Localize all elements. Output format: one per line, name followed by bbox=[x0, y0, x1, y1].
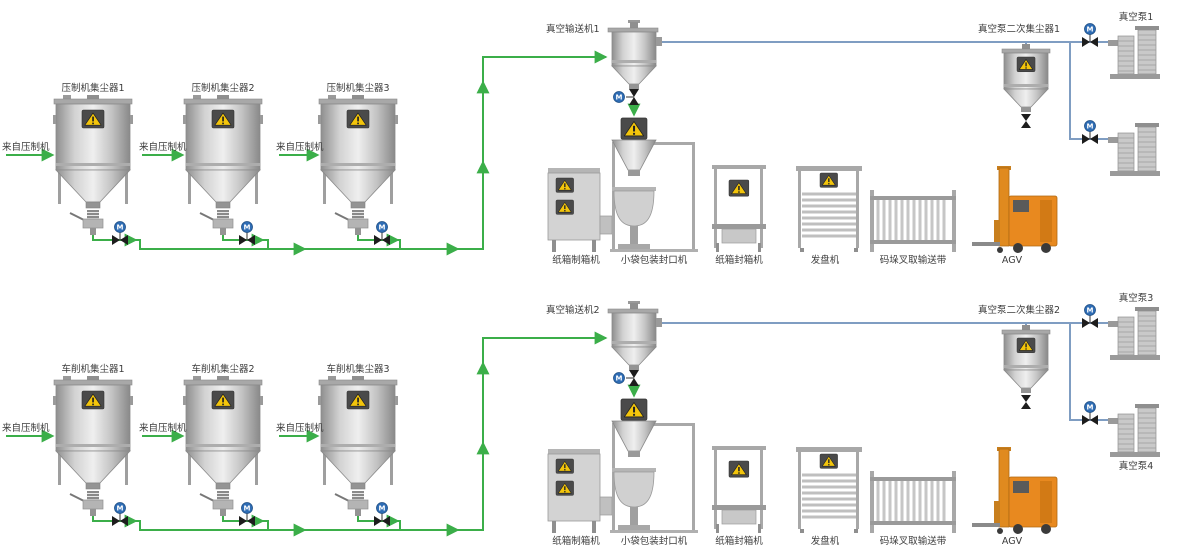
top-process-line bbox=[6, 20, 1160, 253]
bottom-vacuum-conveyor-label: 真空输送机2 bbox=[546, 304, 600, 316]
bottom-vacuum-pump-3-label: 真空泵3 bbox=[1119, 292, 1154, 304]
top-agv-label: AGV bbox=[1002, 255, 1023, 266]
top-sealer-label: 纸箱封箱机 bbox=[715, 254, 763, 266]
top-collector-1-label: 压制机集尘器1 bbox=[61, 82, 124, 94]
bottom-source-3-label: 来自压制机 bbox=[276, 422, 324, 434]
top-bagger-label: 小袋包装封口机 bbox=[621, 254, 688, 266]
top-tray-dispenser-label: 发盘机 bbox=[811, 254, 840, 266]
bottom-collector-2-label: 车削机集尘器2 bbox=[191, 363, 254, 375]
bottom-boxmaker-label: 纸箱制箱机 bbox=[552, 535, 600, 547]
top-pallet-conveyor-label: 码垛叉取输送带 bbox=[880, 254, 947, 266]
bottom-vacuum-pump-4-label: 真空泵4 bbox=[1119, 460, 1154, 472]
bottom-secondary-collector-label: 真空泵二次集尘器2 bbox=[978, 304, 1060, 316]
bottom-process-line bbox=[6, 301, 1160, 534]
top-collector-2-label: 压制机集尘器2 bbox=[191, 82, 254, 94]
top-source-2-label: 来自压制机 bbox=[139, 141, 187, 153]
bottom-source-1-label: 来自压制机 bbox=[2, 422, 50, 434]
top-vacuum-conveyor-label: 真空输送机1 bbox=[546, 23, 600, 35]
top-source-3-label: 来自压制机 bbox=[276, 141, 324, 153]
top-source-1-label: 来自压制机 bbox=[2, 141, 50, 153]
top-secondary-collector-label: 真空泵二次集尘器1 bbox=[978, 23, 1060, 35]
bottom-bagger-label: 小袋包装封口机 bbox=[621, 535, 688, 547]
bottom-source-2-label: 来自压制机 bbox=[139, 422, 187, 434]
top-collector-3-label: 压制机集尘器3 bbox=[326, 82, 389, 94]
top-vacuum-pump-1-label: 真空泵1 bbox=[1119, 11, 1154, 23]
bottom-collector-1-label: 车削机集尘器1 bbox=[61, 363, 124, 375]
bottom-tray-dispenser-label: 发盘机 bbox=[811, 535, 840, 547]
bottom-collector-3-label: 车削机集尘器3 bbox=[326, 363, 389, 375]
bottom-pallet-conveyor-label: 码垛叉取输送带 bbox=[880, 535, 947, 547]
top-boxmaker-label: 纸箱制箱机 bbox=[552, 254, 600, 266]
bottom-sealer-label: 纸箱封箱机 bbox=[715, 535, 763, 547]
bottom-agv-label: AGV bbox=[1002, 536, 1023, 547]
